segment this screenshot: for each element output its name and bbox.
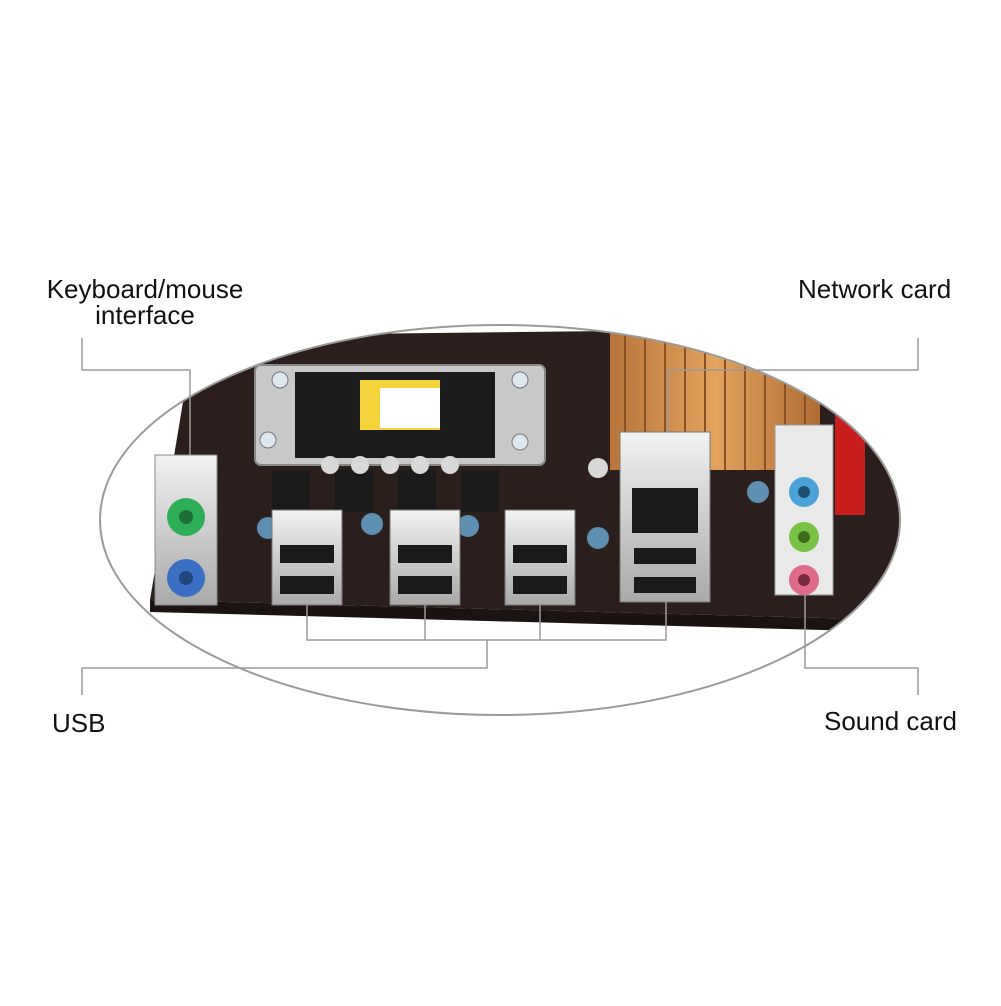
callout-keyboard-mouse (81, 338, 191, 455)
callout-lines (81, 338, 919, 695)
usb-stack-1 (271, 509, 343, 606)
label-network-card: Network card (798, 274, 952, 304)
label-usb: USB (52, 708, 106, 738)
audio-jack-block (774, 424, 834, 596)
label-keyboard-mouse-line1: Keyboard/mouse (46, 274, 244, 304)
frame-oval (99, 324, 901, 716)
usb-stack-2 (389, 509, 461, 606)
pcb-edge (150, 600, 900, 632)
callout-network (667, 338, 919, 432)
callout-sound (804, 595, 919, 695)
board-group (100, 325, 900, 715)
ps2-port-block (154, 454, 218, 606)
vrm-components (272, 470, 499, 512)
usb-stack-3 (504, 509, 576, 606)
pcie-slot (835, 395, 865, 515)
lan-port-stack (619, 431, 711, 603)
label-keyboard-mouse-interface: Keyboard/mouse interface (30, 276, 260, 328)
cpu-socket (254, 364, 546, 466)
rj45-port (632, 488, 698, 533)
label-sound-card: Sound card (824, 706, 957, 736)
capacitors (257, 456, 769, 549)
label-keyboard-mouse-line2: interface (95, 300, 195, 330)
callout-usb (81, 640, 488, 695)
